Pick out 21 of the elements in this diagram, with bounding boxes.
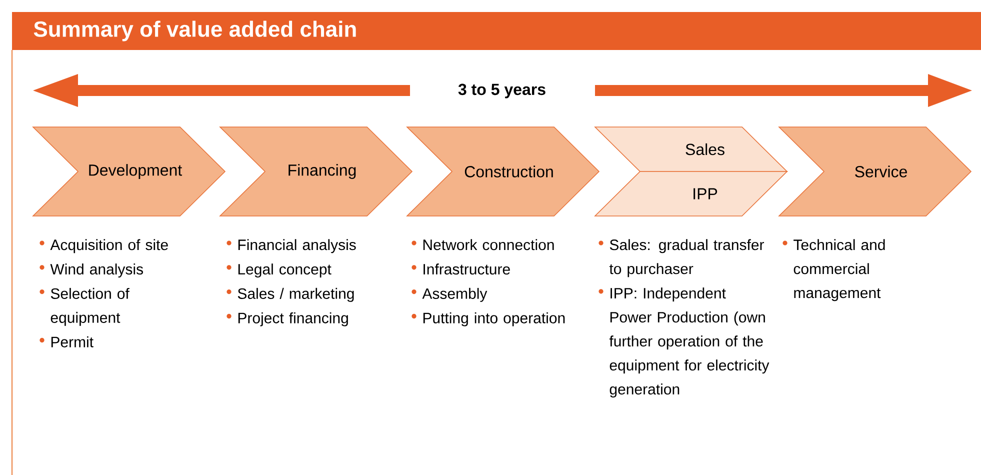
bullet-item: Wind analysis — [40, 264, 143, 278]
bullet-item: Project financing — [226, 312, 348, 326]
bullet-item: Permit — [40, 336, 94, 348]
bullet-item: Infrastructure — [412, 264, 510, 275]
bullet-item: Legal concept — [226, 264, 332, 278]
bullet-item: Network connection — [412, 239, 554, 250]
bullet-item: Technical and commercial management — [782, 239, 885, 302]
process-stage: Development — [32, 126, 226, 216]
bullet-item: Putting into operation — [412, 312, 565, 326]
bullet-item: Assembly — [412, 288, 488, 302]
title-bar: Summary of value added chain — [12, 12, 981, 50]
bullet-item: Financial analysis — [226, 239, 356, 254]
bullet-item: Sales / marketing — [226, 288, 354, 302]
bullet-item: Sales: gradual transfer to purchaser — [598, 239, 764, 278]
process-stage: Financing — [219, 126, 413, 216]
bullet-item: IPP: Independent Power Production (own further operation of the equipment for electricity generation — [598, 288, 770, 398]
duration-label: 3 to 5 years — [458, 84, 546, 98]
bullet-item: Selection of equipment — [40, 288, 130, 326]
process-stage: Construction — [406, 126, 600, 216]
process-stage: Service — [778, 126, 972, 216]
bullet-item: Acquisition of site — [40, 239, 168, 254]
